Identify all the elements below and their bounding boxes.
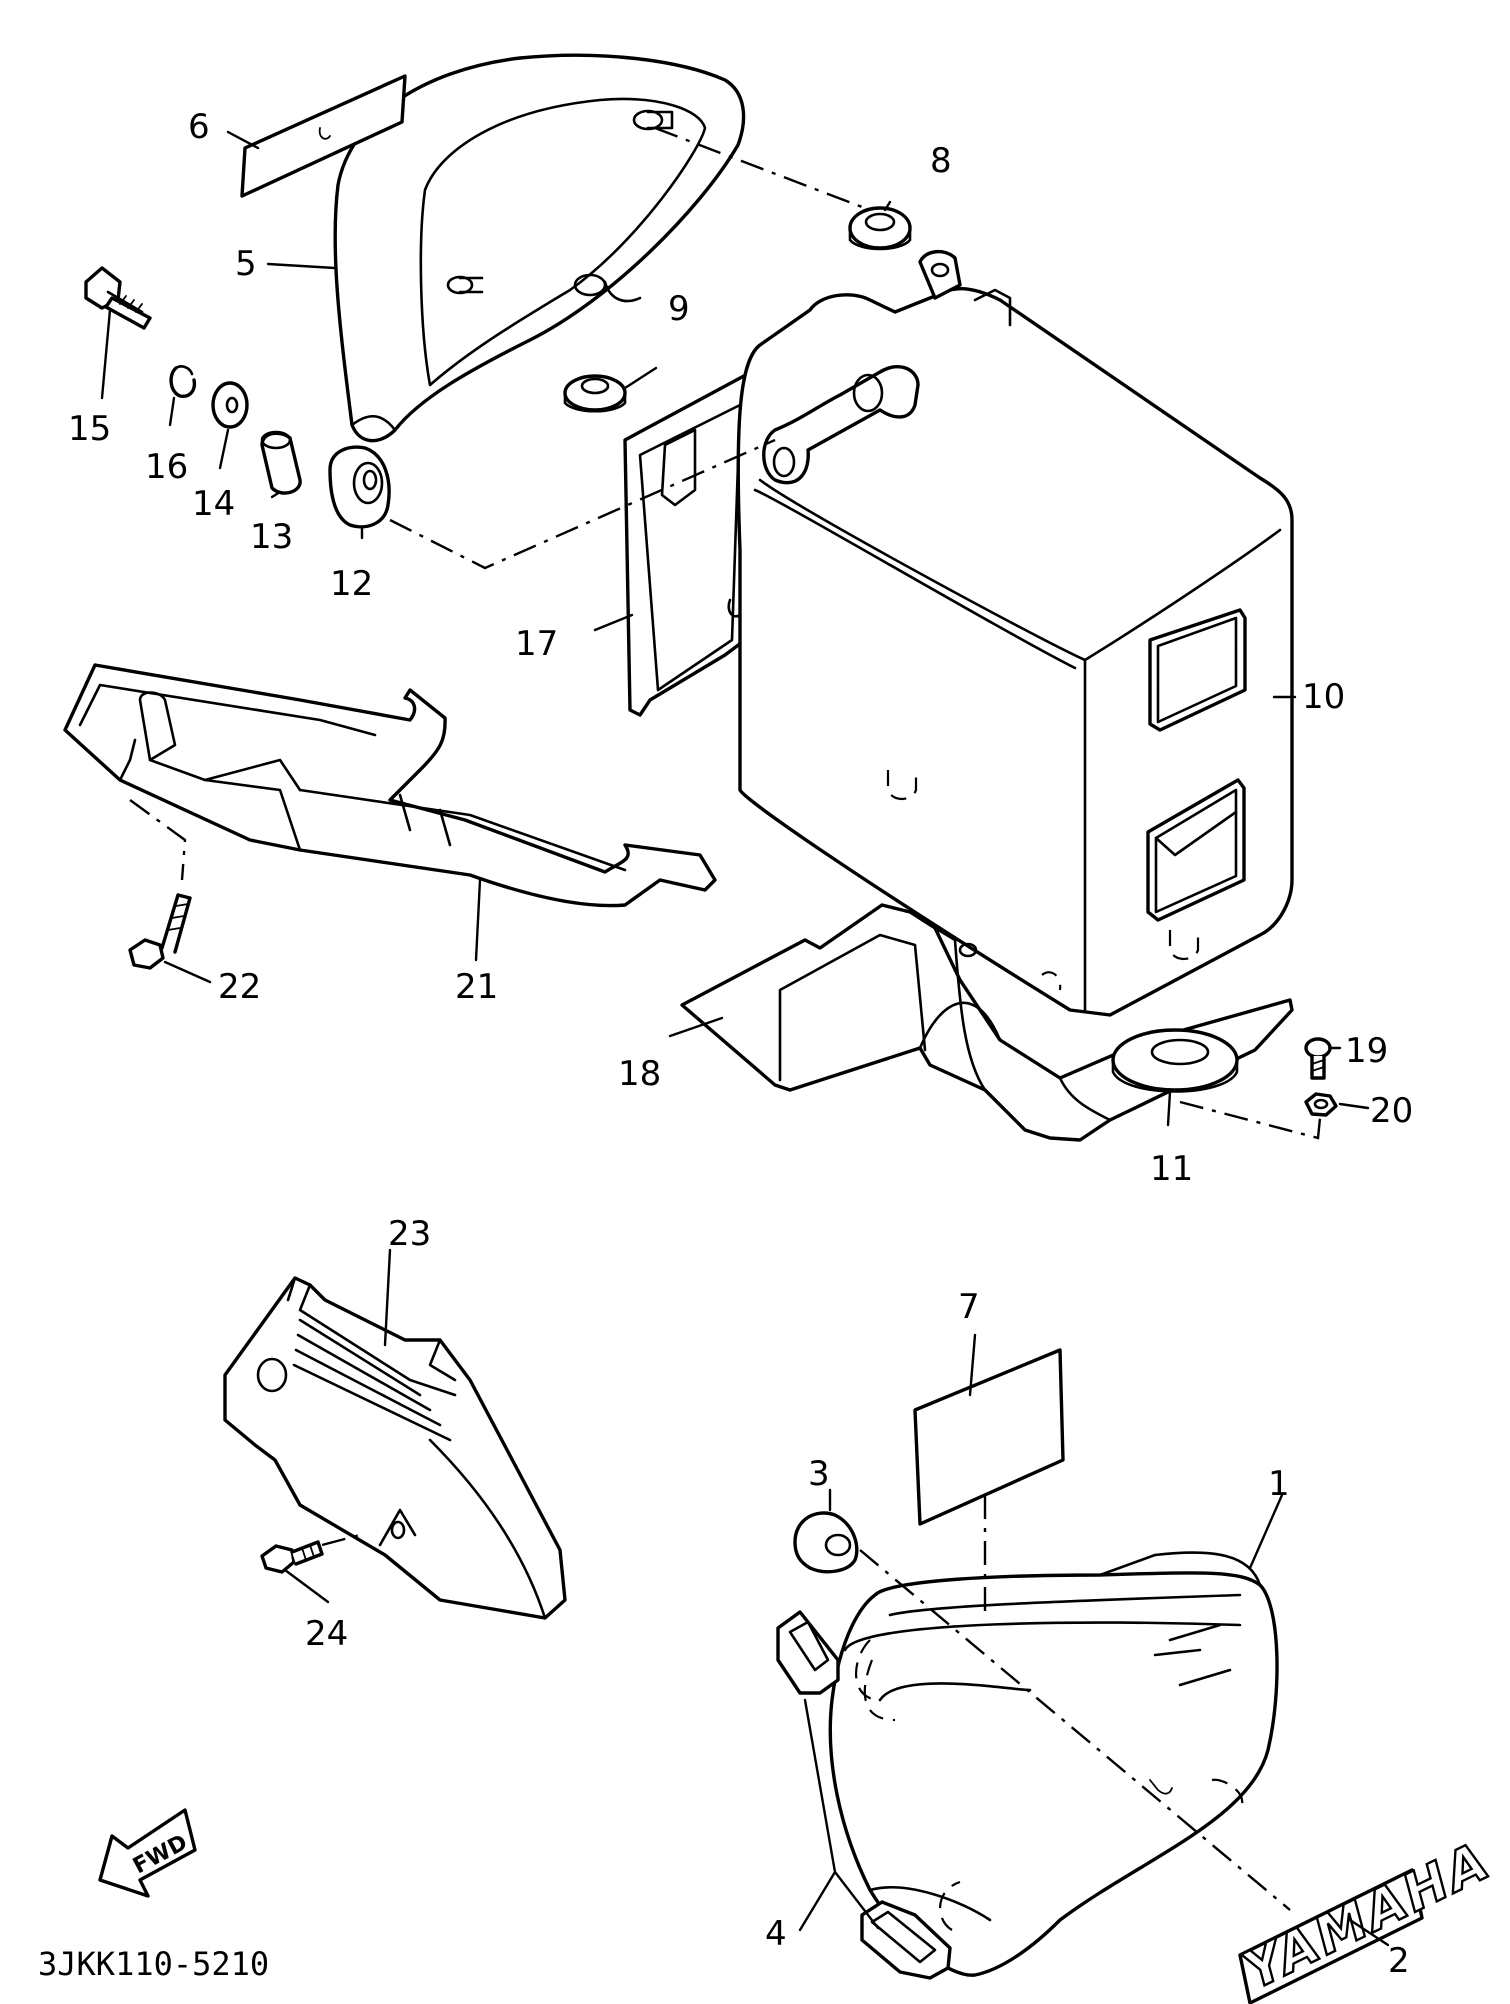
screw-part-19 — [1304, 1037, 1332, 1080]
part-number-12: 12 — [330, 564, 373, 604]
stay-part-21 — [63, 663, 717, 908]
grommet-part-12 — [328, 445, 391, 529]
pad-part-4-upper — [776, 1610, 840, 1695]
fwd-arrow-icon: FWD — [98, 1808, 197, 1898]
part-number-19: 19 — [1345, 1031, 1388, 1071]
part-number-1: 1 — [1268, 1464, 1290, 1504]
bolt-part-15 — [84, 266, 152, 330]
part-number-5: 5 — [235, 244, 257, 284]
emblem-part-2: YAMAHA — [1233, 1830, 1502, 2004]
part-number-2: 2 — [1388, 1941, 1410, 1981]
part-number-8: 8 — [930, 141, 952, 181]
part-number-21: 21 — [455, 967, 498, 1007]
center-lines — [129, 126, 1322, 1911]
cover-part-5 — [333, 53, 746, 443]
bolt-part-24 — [260, 1540, 324, 1574]
part-number-18: 18 — [618, 1054, 661, 1094]
part-number-23: 23 — [388, 1214, 431, 1254]
part-number-16: 16 — [145, 447, 188, 487]
label-part-7 — [913, 1348, 1065, 1526]
pad-part-4-lower — [860, 1900, 952, 1980]
clip-part-16 — [169, 365, 197, 398]
part-number-9: 9 — [668, 289, 690, 329]
part-number-14: 14 — [192, 484, 235, 524]
part-number-20: 20 — [1370, 1091, 1413, 1131]
collar-part-13 — [260, 430, 302, 495]
part-number-22: 22 — [218, 967, 261, 1007]
side-cover-part-1 — [828, 1551, 1279, 1977]
part-number-15: 15 — [68, 409, 111, 449]
leader-lines — [100, 130, 1390, 1947]
brand-mark-text: YAMAHA — [1234, 1831, 1500, 2002]
grommet-part-8 — [848, 206, 912, 251]
part-number-10: 10 — [1302, 677, 1345, 717]
part-number-17: 17 — [515, 624, 558, 664]
grommet-part-11 — [1111, 1028, 1239, 1093]
part-number-labels: 1 2 3 4 5 6 7 8 9 10 11 12 13 14 15 16 1… — [68, 107, 1413, 1981]
part-number-6: 6 — [188, 107, 210, 147]
battery-box-part-10 — [736, 250, 1294, 1017]
drawing-code: 3JKK110-5210 — [38, 1945, 269, 1983]
part-number-24: 24 — [305, 1614, 348, 1654]
panel-part-23 — [223, 1276, 567, 1620]
label-part-6 — [240, 74, 407, 198]
part-number-13: 13 — [250, 517, 293, 557]
bolt-part-22 — [128, 893, 192, 970]
nut-part-20 — [1304, 1092, 1338, 1117]
grommet-part-9 — [563, 374, 627, 413]
part-number-4: 4 — [765, 1914, 787, 1954]
part-number-3: 3 — [808, 1454, 830, 1494]
washer-part-14 — [211, 381, 249, 429]
part-number-7: 7 — [958, 1287, 980, 1327]
grommet-part-3 — [793, 1511, 859, 1574]
part-number-11: 11 — [1150, 1149, 1193, 1189]
